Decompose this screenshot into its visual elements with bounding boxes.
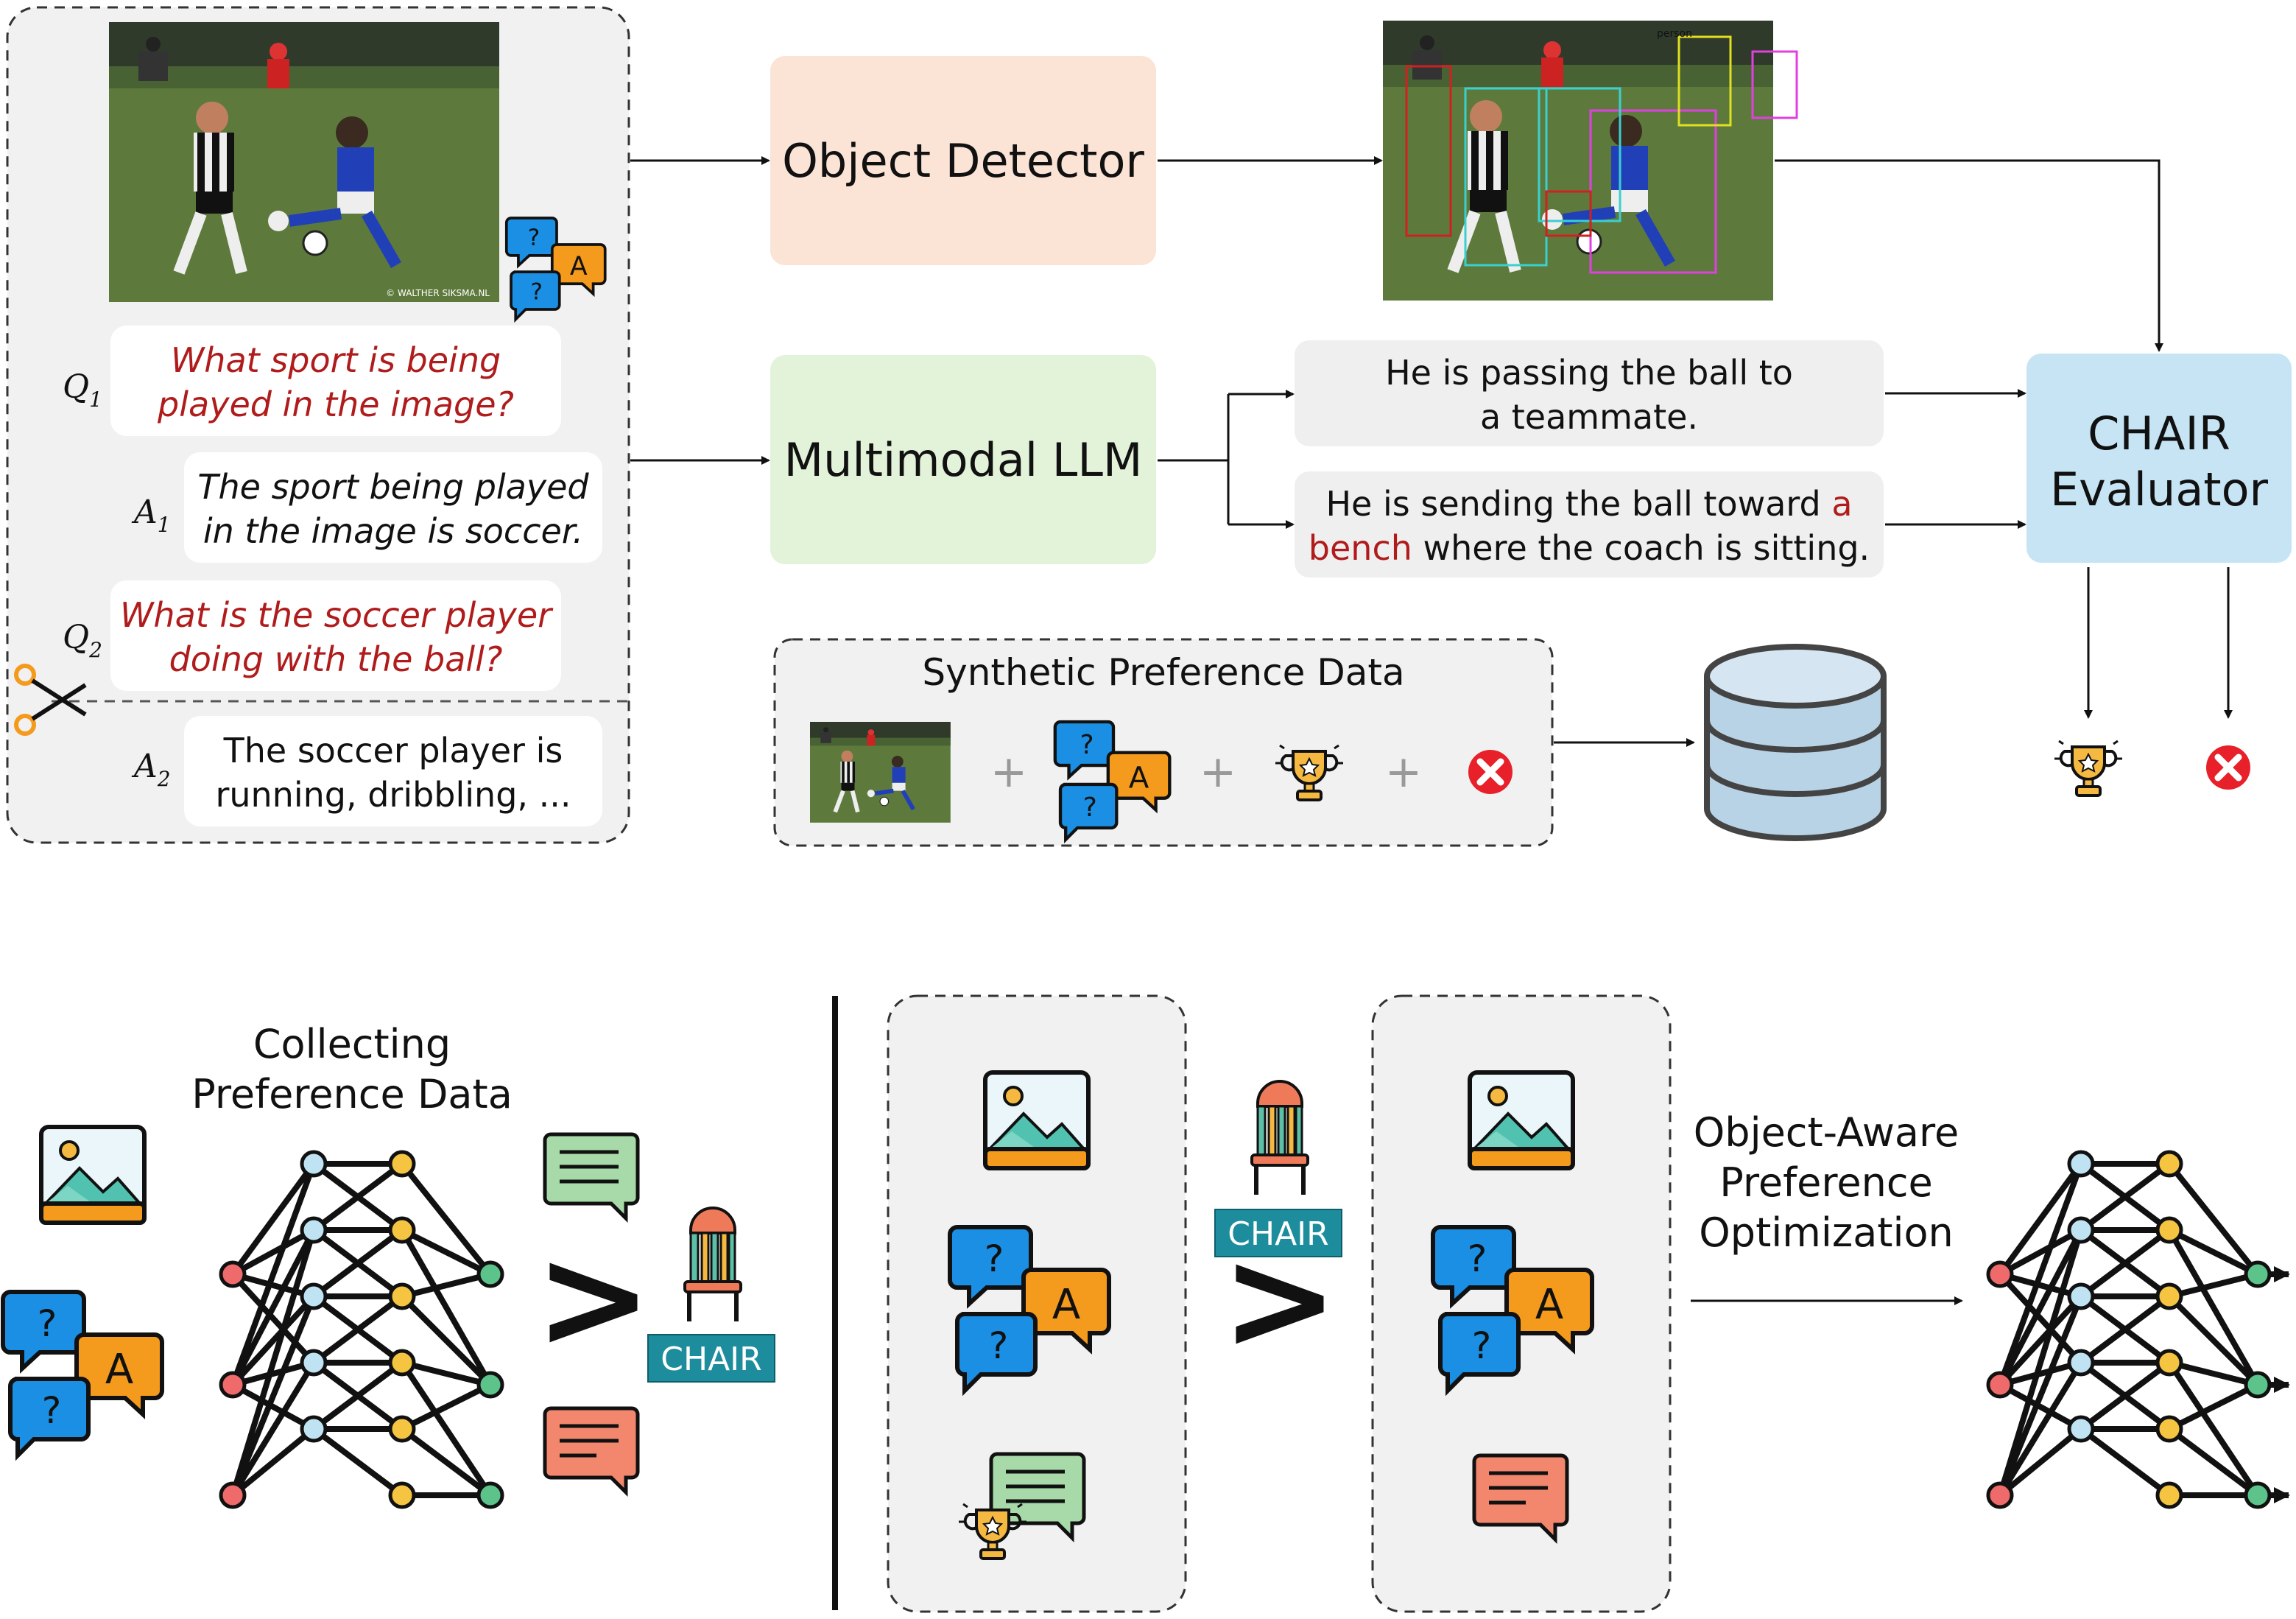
q1-label: Q1: [63, 368, 102, 412]
a2-text-2: running, dribbling, ...: [215, 775, 571, 815]
response1-line2: a teammate.: [1480, 397, 1698, 437]
chair-tag-2: [1214, 1209, 1342, 1257]
response1-line1: He is passing the ball to: [1385, 353, 1793, 393]
collecting-line1: Collecting: [253, 1021, 451, 1067]
a2-label: A2: [131, 748, 171, 791]
trophy-icon: [2053, 740, 2124, 797]
a1-bubble: [184, 452, 602, 563]
q2-text: What is the soccer player: [120, 595, 554, 635]
image-watermark: © WALTHER SIKSMA.NL: [386, 288, 490, 298]
response2-line2: bench where the coach is sitting.: [1309, 528, 1870, 568]
plus-2: +: [1200, 746, 1236, 798]
a2-bubble: [184, 716, 602, 826]
a1-label: A1: [131, 494, 171, 537]
database-icon: [1704, 644, 1887, 841]
collecting-line2: Preference Data: [191, 1071, 513, 1117]
plus-1: +: [990, 746, 1027, 798]
chair-tag: [647, 1334, 775, 1383]
scissors-icon: [14, 664, 87, 736]
q2-text-2: doing with the ball?: [169, 639, 503, 679]
oapo-line3: Optimization: [1699, 1209, 1953, 1256]
a2-text: The soccer player is: [223, 731, 563, 770]
chair-evaluator-box: [2026, 354, 2292, 563]
detection-boxes: [1405, 35, 1798, 274]
plus-3: +: [1385, 746, 1422, 798]
chair-evaluator-line1: CHAIR: [2088, 407, 2230, 460]
chair-icon-2: [1252, 1081, 1308, 1195]
reject-x-icon: [2206, 745, 2250, 790]
object-detector-label: Object Detector: [782, 134, 1144, 188]
oapo-line1: Object-Aware: [1694, 1109, 1959, 1156]
chair-icon: [685, 1208, 741, 1321]
bottom-qa-icon: [3, 1292, 162, 1455]
multimodal-llm-box: [770, 355, 1156, 564]
rejected-response-icon: [545, 1408, 638, 1492]
synthetic-title: Synthetic Preference Data: [922, 651, 1404, 694]
q1-bubble: [110, 326, 561, 436]
preferred-image-icon: [985, 1072, 1088, 1168]
multimodal-llm-label: Multimodal LLM: [784, 433, 1143, 487]
neural-network-icon: [221, 1152, 502, 1507]
detection-tag: person: [1657, 28, 1692, 40]
synthetic-data-box: [773, 638, 1554, 847]
chair-evaluator-line2: Evaluator: [2050, 463, 2269, 516]
rejected-image-icon: [1470, 1072, 1573, 1168]
soccer-image: [109, 22, 499, 302]
a1-text: The sport being played: [197, 467, 589, 507]
q1-text-2: played in the image?: [157, 384, 514, 424]
preferred-response-icon: [545, 1134, 638, 1218]
q2-bubble: [110, 580, 561, 691]
q2-label: Q2: [63, 619, 102, 662]
bottom-image-icon: [41, 1127, 144, 1223]
chair-tag-label: CHAIR: [661, 1341, 761, 1378]
greater-than-1: >: [535, 1217, 652, 1380]
object-detector-box: [770, 56, 1156, 265]
synthetic-x-icon: [1468, 750, 1513, 794]
a1-text-2: in the image is soccer.: [203, 511, 583, 551]
synthetic-image-thumb: [810, 722, 951, 823]
chair-tag-label-2: CHAIR: [1228, 1215, 1328, 1253]
q1-text: What sport is being: [171, 340, 501, 380]
optimized-network-icon: [1988, 1152, 2269, 1507]
oapo-line2: Preference: [1719, 1159, 1932, 1206]
response-correct: [1295, 340, 1884, 446]
response2-line1: He is sending the ball toward a: [1325, 484, 1852, 524]
arrow-detections-to-chair: [1775, 159, 2163, 352]
response-hallucinated: [1295, 471, 1884, 577]
